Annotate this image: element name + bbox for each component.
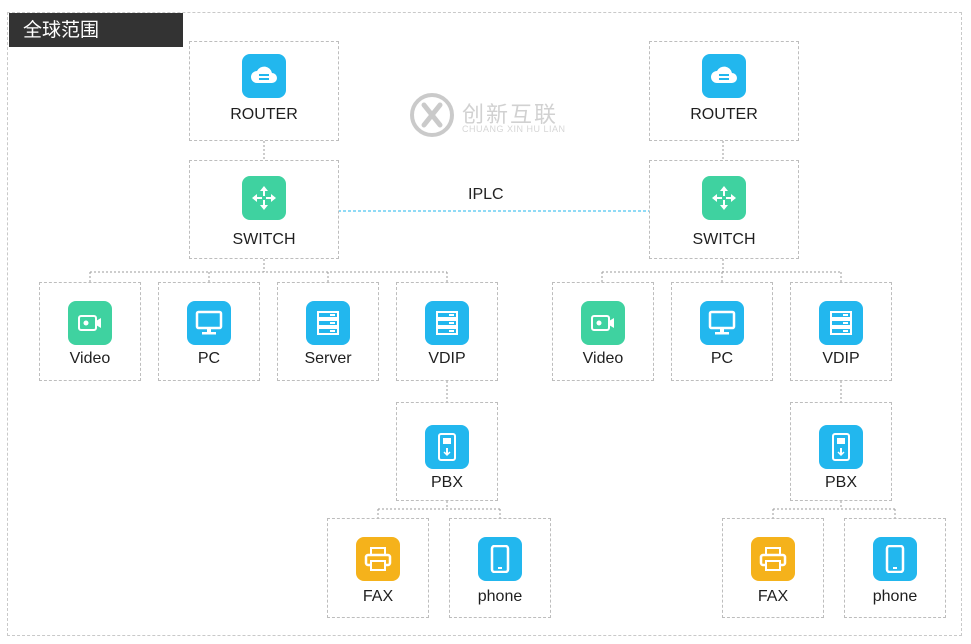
monitor-icon xyxy=(700,301,744,345)
mobile-phone-icon xyxy=(873,537,917,581)
router-node-right[interactable]: ROUTER xyxy=(649,41,799,141)
router-label: ROUTER xyxy=(690,106,758,123)
pbx-device-icon xyxy=(425,425,469,469)
fax-label: FAX xyxy=(362,588,394,605)
fax-label: FAX xyxy=(757,588,789,605)
switch-label: SWITCH xyxy=(692,231,756,248)
video-node-left[interactable]: Video xyxy=(39,282,141,381)
server-rack-icon xyxy=(425,301,469,345)
brand-name-cn: 创新互联 xyxy=(462,103,559,128)
printer-icon xyxy=(356,537,400,581)
server-rack-icon xyxy=(306,301,350,345)
fax-node-right[interactable]: FAX xyxy=(722,518,824,618)
switch-node-right[interactable]: SWITCH xyxy=(649,160,799,259)
vdip-node-left[interactable]: VDIP xyxy=(396,282,498,381)
phone-node-left[interactable]: phone xyxy=(449,518,551,618)
fax-node-left[interactable]: FAX xyxy=(327,518,429,618)
pc-label: PC xyxy=(197,350,221,367)
phone-label: phone xyxy=(477,588,523,605)
phone-node-right[interactable]: phone xyxy=(844,518,946,618)
pbx-label: PBX xyxy=(824,474,857,491)
brand-name-en: CHUANG XIN HU LIAN xyxy=(462,124,566,134)
switch-icon xyxy=(702,176,746,220)
router-icon xyxy=(702,54,746,98)
printer-icon xyxy=(751,537,795,581)
server-label: Server xyxy=(304,350,352,367)
switch-icon xyxy=(242,176,286,220)
iplc-label: IPLC xyxy=(468,186,504,203)
vdip-node-right[interactable]: VDIP xyxy=(790,282,892,381)
brand-logo-icon xyxy=(410,93,454,137)
brand-watermark: 创新互联 CHUANG XIN HU LIAN xyxy=(410,93,590,139)
pc-node-right[interactable]: PC xyxy=(671,282,773,381)
pbx-node-left[interactable]: PBX xyxy=(396,402,498,501)
vdip-label: VDIP xyxy=(428,350,466,367)
vdip-label: VDIP xyxy=(822,350,860,367)
monitor-icon xyxy=(187,301,231,345)
pbx-label: PBX xyxy=(430,474,463,491)
camera-icon xyxy=(68,301,112,345)
diagram-frame xyxy=(7,12,962,636)
switch-node-left[interactable]: SWITCH xyxy=(189,160,339,259)
pbx-node-right[interactable]: PBX xyxy=(790,402,892,501)
pc-node-left[interactable]: PC xyxy=(158,282,260,381)
server-rack-icon xyxy=(819,301,863,345)
mobile-phone-icon xyxy=(478,537,522,581)
camera-icon xyxy=(581,301,625,345)
router-label: ROUTER xyxy=(230,106,298,123)
pbx-device-icon xyxy=(819,425,863,469)
phone-label: phone xyxy=(872,588,918,605)
server-node-left[interactable]: Server xyxy=(277,282,379,381)
router-icon xyxy=(242,54,286,98)
switch-label: SWITCH xyxy=(232,231,296,248)
video-node-right[interactable]: Video xyxy=(552,282,654,381)
scope-title: 全球范围 xyxy=(9,13,183,47)
pc-label: PC xyxy=(710,350,734,367)
video-label: Video xyxy=(582,350,624,367)
router-node-left[interactable]: ROUTER xyxy=(189,41,339,141)
video-label: Video xyxy=(69,350,111,367)
